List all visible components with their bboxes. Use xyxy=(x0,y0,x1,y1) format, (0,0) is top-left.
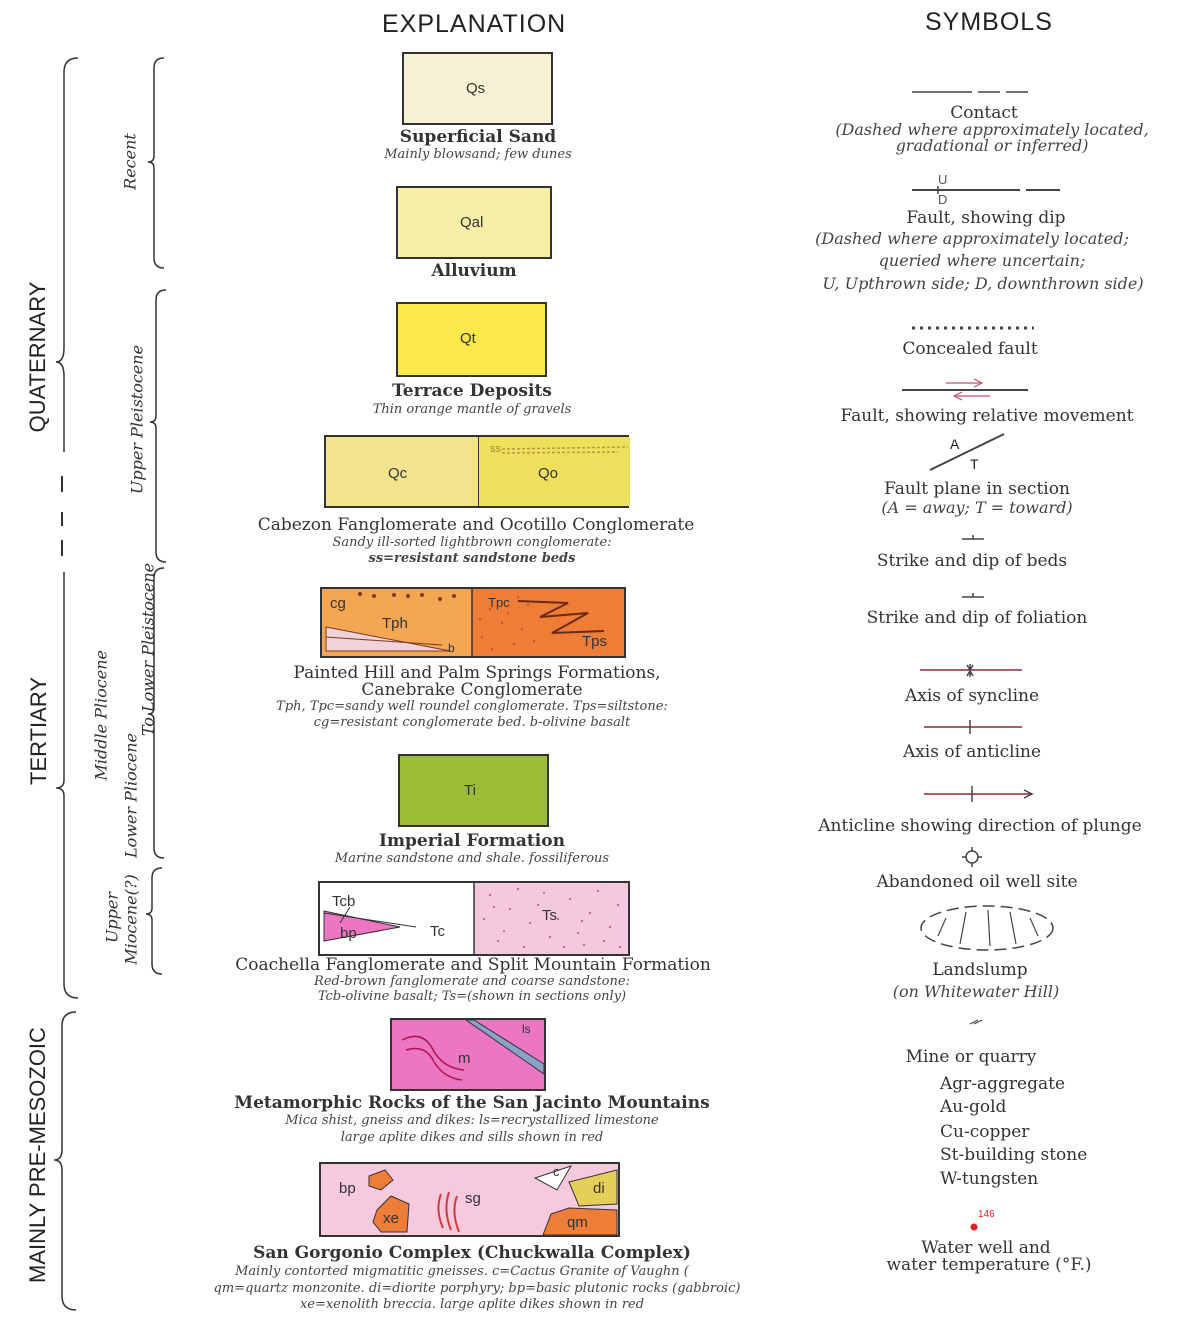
unit-qal-symbol: Qal xyxy=(460,214,484,231)
unit-ti-desc: Marine sandstone and shale. fossiliferou… xyxy=(334,851,610,866)
unit-m-ls: ls xyxy=(522,1022,531,1036)
unit-ti-name: Imperial Formation xyxy=(379,831,565,851)
symbol-water-label2: water temperature (°F.) xyxy=(886,1255,1092,1275)
symbol-contact-note1: (Dashed where approximately located, xyxy=(835,120,1149,139)
unit-tc-box: Tcb bp Tc Ts xyxy=(318,881,630,956)
unit-ti-symbol: Ti xyxy=(464,782,476,799)
unit-qs-desc: Mainly blowsand; few dunes xyxy=(384,147,572,162)
unit-tc-bp: bp xyxy=(340,925,357,942)
symbol-plunge-label: Anticline showing direction of plunge xyxy=(818,816,1142,836)
unit-qc-ss: ss xyxy=(490,443,501,455)
explanation-header: EXPLANATION xyxy=(382,10,567,38)
symbol-relative-label: Fault, showing relative movement xyxy=(840,406,1134,426)
unit-sg-xe: xe xyxy=(383,1210,399,1227)
symbol-plane-note: (A = away; T = toward) xyxy=(881,498,1073,517)
unit-sg-pattern xyxy=(368,1165,618,1236)
unit-qs-symbol: Qs xyxy=(466,80,486,97)
unit-tph-cg: cg xyxy=(330,595,346,612)
symbol-landslump-note: (on Whitewater Hill) xyxy=(892,982,1060,1001)
symbol-strike-foliation-label: Strike and dip of foliation xyxy=(866,608,1088,628)
unit-sg-desc2: qm=quartz monzonite. di=diorite porphyry… xyxy=(213,1281,741,1296)
unit-tc-name: Coachella Fanglomerate and Split Mountai… xyxy=(235,955,711,975)
unit-qt-box: Qt xyxy=(396,302,547,377)
symbol-fault-dip-note1: (Dashed where approximately located; xyxy=(815,229,1129,248)
symbol-mine-item: St-building stone xyxy=(940,1145,1088,1165)
symbol-anticline-label: Axis of anticline xyxy=(902,742,1042,762)
unit-qc-ss-pattern xyxy=(501,446,629,454)
unit-tph-box: cg Tph b Tpc Tps xyxy=(320,587,626,658)
symbol-landslump-label: Landslump xyxy=(932,960,1028,980)
symbol-water-label1: Water well and xyxy=(921,1238,1051,1258)
unit-m-desc1: Mica shist, gneiss and dikes: ls=recryst… xyxy=(285,1113,659,1128)
symbol-syncline-label: Axis of syncline xyxy=(904,686,1040,706)
symbol-contact-label: Contact xyxy=(950,103,1018,123)
unit-tc-pattern xyxy=(323,883,628,954)
symbol-plane-t: T xyxy=(970,456,979,472)
unit-tph-symbol: Tph xyxy=(382,615,408,632)
unit-sg-c: c xyxy=(553,1164,560,1179)
symbol-contact-note2: gradational or inferred) xyxy=(895,136,1089,155)
unit-m-box: m ls xyxy=(390,1018,546,1091)
symbol-mine-label: Mine or quarry xyxy=(905,1047,1037,1067)
unit-tc-symbol: Tc xyxy=(430,923,445,940)
unit-qo-symbol: Qo xyxy=(538,465,559,482)
unit-tph-pattern xyxy=(325,589,624,656)
symbol-plane-a: A xyxy=(950,436,960,452)
symbol-mine-item: Au-gold xyxy=(940,1097,1007,1117)
unit-tph-desc1: Tph, Tpc=sandy well roundel conglomerate… xyxy=(276,699,668,714)
symbol-mine-item: Agr-aggregate xyxy=(940,1074,1066,1094)
symbol-mine-item: W-tungsten xyxy=(940,1169,1039,1189)
unit-tph-name2: Canebrake Conglomerate xyxy=(361,680,583,700)
unit-qs-box: Qs xyxy=(402,52,553,125)
symbol-fault-dip-d: D xyxy=(938,192,948,207)
unit-tph-b: b xyxy=(448,641,455,655)
unit-m-name: Metamorphic Rocks of the San Jacinto Mou… xyxy=(234,1093,710,1113)
symbol-fault-dip-u: U xyxy=(938,172,948,187)
unit-sg-desc1: Mainly contorted migmatitic gneisses. c=… xyxy=(235,1264,689,1279)
symbol-fault-dip-note2: queried where uncertain; xyxy=(878,251,1086,270)
unit-tps-symbol: Tps xyxy=(582,633,608,650)
unit-tpc-symbol: Tpc xyxy=(488,595,510,610)
unit-m-pattern xyxy=(401,1019,545,1081)
unit-sg-symbol: sg xyxy=(465,1190,481,1207)
symbol-water-temp: 146 xyxy=(978,1209,995,1220)
symbol-fault-dip-note3: U, Upthrown side; D, downthrown side) xyxy=(822,274,1144,293)
symbol-concealed-label: Concealed fault xyxy=(902,339,1038,359)
symbol-strike-beds-label: Strike and dip of beds xyxy=(876,551,1068,571)
unit-qal-name: Alluvium xyxy=(431,261,517,281)
unit-sg-bp: bp xyxy=(339,1180,356,1197)
unit-tph-desc2: cg=resistant conglomerate bed. b-olivine… xyxy=(313,715,631,730)
unit-qc-desc1: Sandy ill-sorted lightbrown conglomerate… xyxy=(332,535,612,550)
unit-qt-symbol: Qt xyxy=(460,330,476,347)
unit-tc-desc1: Red-brown fanglomerate and coarse sandst… xyxy=(314,974,630,989)
unit-qc-name: Cabezon Fanglomerate and Ocotillo Conglo… xyxy=(257,515,695,535)
unit-qt-name: Terrace Deposits xyxy=(392,381,552,401)
unit-sg-qm: qm xyxy=(567,1214,588,1231)
unit-m-symbol: m xyxy=(458,1050,471,1067)
unit-qc-symbol: Qc xyxy=(388,465,408,482)
unit-tcb-symbol: Tcb xyxy=(332,893,356,910)
symbol-oil-well-label: Abandoned oil well site xyxy=(876,872,1078,892)
unit-tph-name1: Painted Hill and Palm Springs Formations… xyxy=(293,663,661,683)
symbols-header: SYMBOLS xyxy=(925,8,1053,36)
unit-sg-name: San Gorgonio Complex (Chuckwalla Complex… xyxy=(253,1243,691,1263)
symbol-plane-label: Fault plane in section xyxy=(884,479,1070,499)
brackets xyxy=(53,57,167,1311)
unit-ti-box: Ti xyxy=(398,754,549,827)
symbol-mine-item: Cu-copper xyxy=(940,1122,1030,1142)
unit-m-desc2: large aplite dikes and sills shown in re… xyxy=(340,1130,604,1145)
unit-qs-name: Superficial Sand xyxy=(399,127,557,147)
unit-sg-di: di xyxy=(593,1180,605,1197)
water-well-dot xyxy=(970,1223,978,1231)
unit-qal-box: Qal xyxy=(396,186,552,259)
unit-sg-box: bp xe sg c di qm xyxy=(319,1162,620,1237)
unit-qc-desc2: ss=resistant sandstone beds xyxy=(368,551,576,566)
unit-qt-desc: Thin orange mantle of gravels xyxy=(372,402,572,417)
unit-ts-symbol: Ts xyxy=(542,907,557,924)
symbol-fault-dip-label: Fault, showing dip xyxy=(906,208,1066,228)
unit-tc-desc2: Tcb-olivine basalt; Ts=(shown in section… xyxy=(317,989,627,1004)
unit-qc-box: Qc Qo ss xyxy=(324,435,630,508)
unit-sg-desc3: xe=xenolith breccia. large aplite dikes … xyxy=(299,1297,645,1312)
